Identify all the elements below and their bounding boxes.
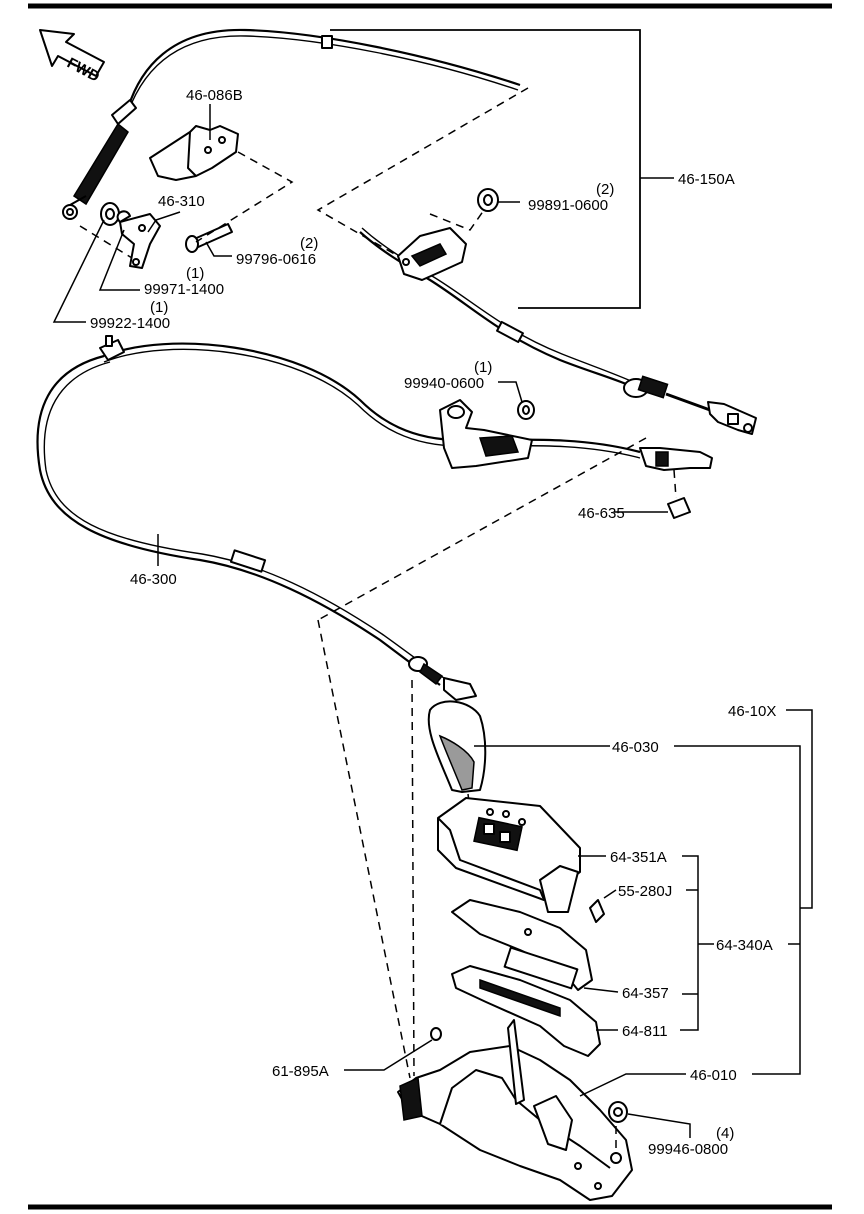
callout-99796-qty: (2) <box>300 235 318 252</box>
dashed-guide-upper-1 <box>316 87 529 257</box>
lever-46-310 <box>119 213 161 269</box>
callout-46-310: 46-310 <box>158 193 205 210</box>
callout-99796: 99796-0616 <box>236 251 316 268</box>
leader-99946 <box>627 1113 691 1138</box>
callout-61-895A: 61-895A <box>272 1063 329 1080</box>
bolt-99946-0800 <box>608 1101 628 1123</box>
leader-99922 <box>52 219 105 323</box>
bulb-61-895A <box>430 1027 442 1041</box>
nut-99940-0600 <box>517 400 535 420</box>
selector-cable-upper <box>62 28 757 435</box>
bracket-46-086B <box>149 125 239 181</box>
bulb-55-280J <box>589 899 605 923</box>
callout-99922: 99922-1400 <box>90 315 170 332</box>
indicator-panel-64-351A <box>437 797 581 913</box>
callout-99971-qty: (1) <box>186 265 204 282</box>
callout-99946: 99946-0800 <box>648 1141 728 1158</box>
dashed-guide-mid-1 <box>317 437 647 621</box>
leader-99940 <box>498 381 523 403</box>
transmission-bracket <box>397 227 467 281</box>
fwd-arrow-icon: FWD <box>39 29 105 86</box>
callout-55-280J: 55-280J <box>618 883 672 900</box>
leader-99796 <box>205 241 232 257</box>
clip-99971-1400 <box>116 210 131 223</box>
callout-99946-qty: (4) <box>716 1125 734 1142</box>
bolt-99796-0616 <box>185 223 233 253</box>
callout-99940: 99940-0600 <box>404 375 484 392</box>
callout-46-300: 46-300 <box>130 571 177 588</box>
shift-cable-46-300 <box>36 335 713 701</box>
bracket-46-10X <box>786 709 813 909</box>
callout-99891-qty: (2) <box>596 181 614 198</box>
dashed-guide-upper-3 <box>79 225 133 259</box>
dashed-guide-upper-2 <box>195 151 294 243</box>
callout-46-010: 46-010 <box>690 1067 737 1084</box>
base-46-010 <box>397 1019 633 1201</box>
callout-46-086B: 46-086B <box>186 87 243 104</box>
dashed-guide-mid-4 <box>411 679 415 1077</box>
callout-99940-qty: (1) <box>474 359 492 376</box>
callout-99971: 99971-1400 <box>144 281 224 298</box>
dashed-guide-upper-4 <box>429 209 485 231</box>
dashed-guide-mid-3 <box>317 619 411 1079</box>
bracket-64-340A <box>680 855 699 1031</box>
leader-55-280J <box>603 889 617 899</box>
callout-64-340A: 64-340A <box>716 937 773 954</box>
leader-46-010 <box>579 1073 686 1097</box>
callout-46-030: 46-030 <box>612 739 659 756</box>
leader-46-310 <box>147 211 181 233</box>
cover-64-357 <box>451 899 593 991</box>
callout-64-351A: 64-351A <box>610 849 667 866</box>
clip-46-635 <box>667 497 691 519</box>
callout-46-150A: 46-150A <box>678 171 735 188</box>
leader-61-895A <box>344 1039 433 1071</box>
callout-46-10X: 46-10X <box>728 703 776 720</box>
callout-64-811: 64-811 <box>622 1023 668 1040</box>
bracket-46-030-46-010 <box>674 745 801 1075</box>
leader-64-357 <box>583 987 619 993</box>
leader-99971 <box>98 229 140 291</box>
callout-99891: 99891-0600 <box>528 197 608 214</box>
callout-64-357: 64-357 <box>622 985 669 1002</box>
callout-46-635: 46-635 <box>578 505 625 522</box>
nut-99891-0600 <box>477 188 499 212</box>
dashed-guide-mid-2 <box>673 469 677 499</box>
callout-99922-qty: (1) <box>150 299 168 316</box>
shift-knob-46-030 <box>427 700 487 811</box>
frame-46-150A <box>330 29 641 309</box>
shutter-64-811 <box>451 946 601 1057</box>
